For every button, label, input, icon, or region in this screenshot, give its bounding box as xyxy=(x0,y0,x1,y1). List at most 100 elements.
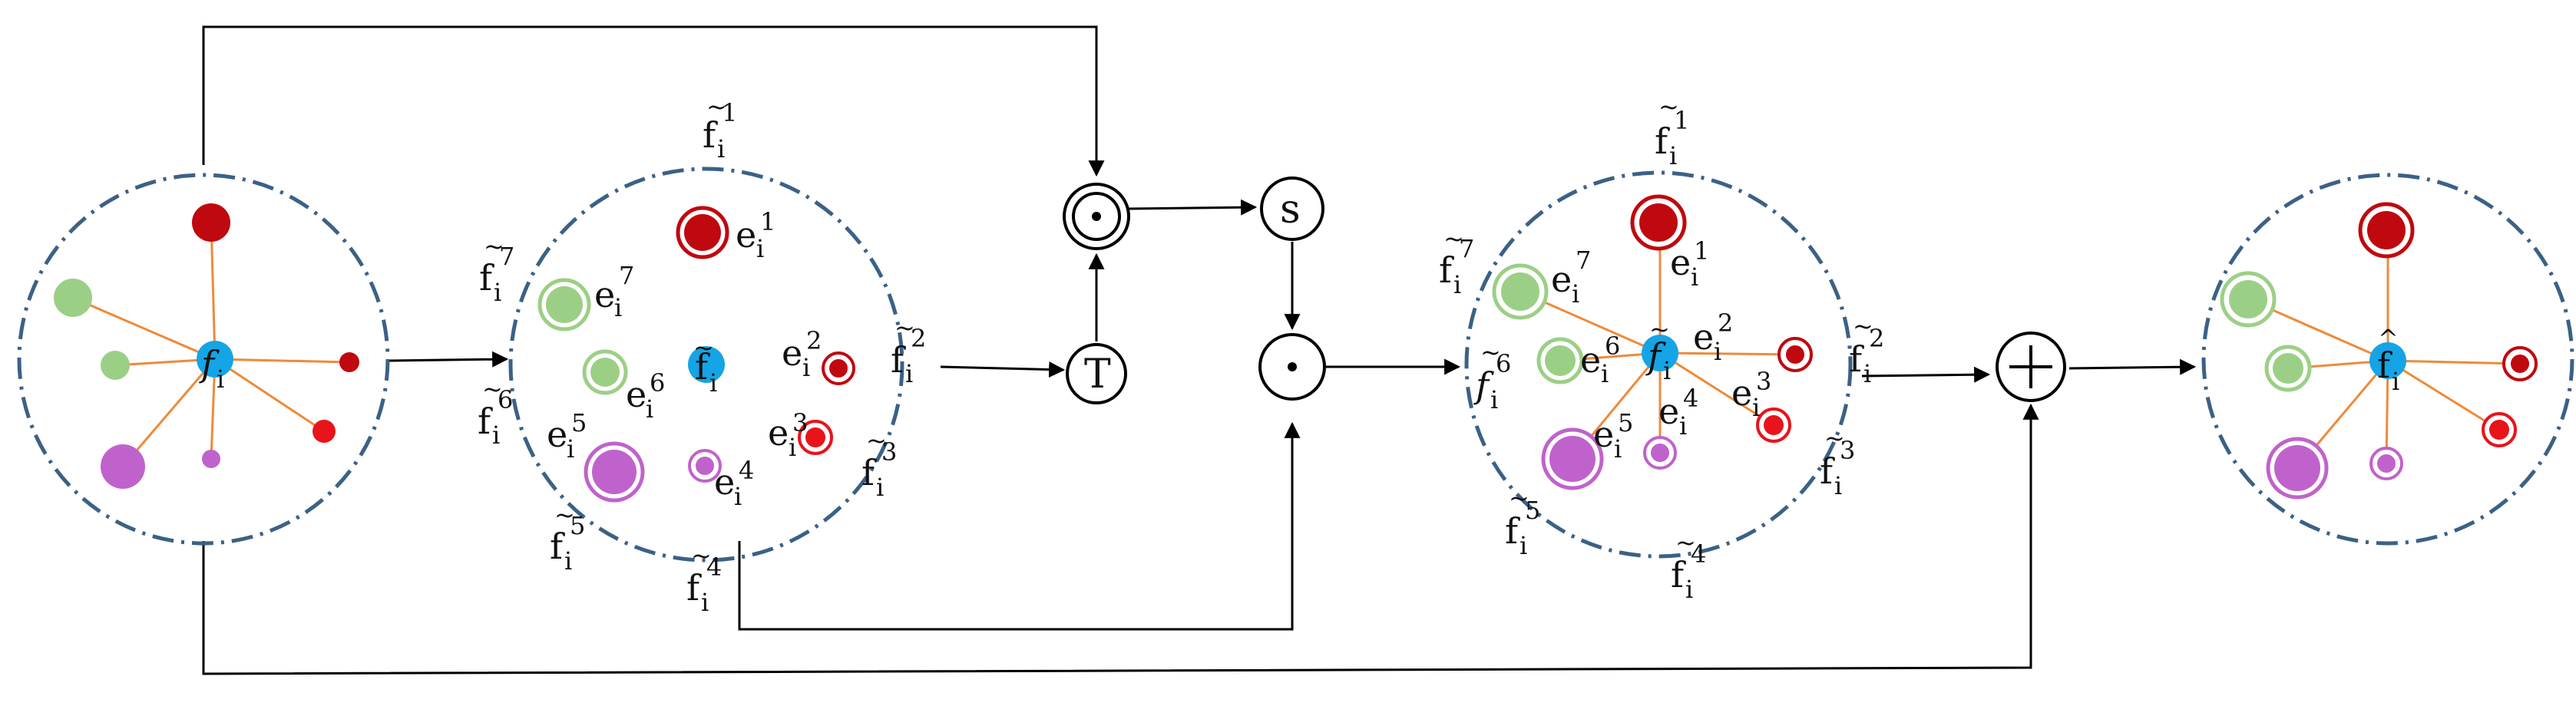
center-node xyxy=(197,341,233,378)
svg-text:3: 3 xyxy=(1840,436,1855,465)
svg-text:i: i xyxy=(709,368,717,398)
svg-text:1: 1 xyxy=(1694,236,1709,266)
svg-text:i: i xyxy=(734,482,742,511)
svg-text:5: 5 xyxy=(571,408,587,437)
svg-text:i: i xyxy=(1490,385,1498,414)
stage2-center-label: f i ~ xyxy=(693,333,717,398)
svg-text:i: i xyxy=(756,234,764,263)
stage2-node-2 xyxy=(822,351,855,385)
neighbor-node-2 xyxy=(339,352,359,372)
svg-text:~: ~ xyxy=(482,374,503,404)
svg-text:i: i xyxy=(1685,575,1693,604)
svg-text:i: i xyxy=(789,433,796,462)
stage4-node-3 xyxy=(2482,412,2517,447)
neighbor-node-6 xyxy=(101,351,130,380)
svg-text:~: ~ xyxy=(706,92,727,121)
operator-transform: T xyxy=(1066,343,1127,404)
stage2-node-7 xyxy=(537,278,591,332)
stage4-node-4 xyxy=(2369,447,2403,480)
neighbor-node-3 xyxy=(312,420,336,443)
svg-text:s: s xyxy=(1280,186,1301,233)
svg-text:~: ~ xyxy=(484,232,504,261)
operator-plus xyxy=(1996,332,2066,402)
svg-text:e: e xyxy=(1658,391,1679,432)
arrow-stage3-to-plus xyxy=(1861,366,1991,383)
svg-text:e: e xyxy=(736,214,756,256)
svg-text:~: ~ xyxy=(693,333,714,362)
svg-text:1: 1 xyxy=(760,207,775,236)
edge-label-e5: ei5 xyxy=(547,408,587,464)
svg-text:f: f xyxy=(1820,450,1835,492)
neighbor-node-4 xyxy=(202,450,220,468)
svg-text:~: ~ xyxy=(866,426,887,455)
stage2-node-3 xyxy=(798,420,833,455)
svg-text:4: 4 xyxy=(706,553,722,582)
svg-text:1: 1 xyxy=(1674,106,1689,135)
svg-text:i: i xyxy=(802,353,810,382)
svg-text:e: e xyxy=(547,414,567,455)
stage3-node-1 xyxy=(1630,194,1687,251)
svg-text:~: ~ xyxy=(1853,312,1873,341)
svg-text:i: i xyxy=(1714,337,1721,366)
svg-text:~: ~ xyxy=(554,500,575,530)
stage4-node-1 xyxy=(2358,202,2415,259)
neighbor-node-5 xyxy=(101,444,145,489)
svg-text:i: i xyxy=(1453,270,1461,299)
svg-text:4: 4 xyxy=(1691,539,1706,569)
stage2-node-5 xyxy=(584,441,645,503)
svg-text:~: ~ xyxy=(1824,424,1845,453)
operator-dot-top xyxy=(1063,183,1130,250)
svg-text:e: e xyxy=(782,332,802,374)
svg-text:4: 4 xyxy=(739,456,754,485)
stage4-center-label: ^ f i xyxy=(2377,324,2399,396)
svg-text:e: e xyxy=(768,412,789,454)
svg-text:i: i xyxy=(1752,393,1760,422)
svg-text:7: 7 xyxy=(499,242,514,271)
arrow-stage2-to-dot xyxy=(738,421,1301,631)
svg-text:i: i xyxy=(905,359,913,388)
svg-text:7: 7 xyxy=(619,261,634,290)
svg-text:i: i xyxy=(1834,471,1842,500)
svg-text:2: 2 xyxy=(1718,308,1733,338)
operator-dot-bottom xyxy=(1258,333,1326,401)
arrow-plus-to-stage4 xyxy=(2068,358,2197,375)
stage3-node-4 xyxy=(1643,436,1677,470)
svg-text:e: e xyxy=(1670,242,1691,283)
svg-text:i: i xyxy=(567,434,574,464)
stage3-node-7 xyxy=(1492,263,1549,320)
stage1-ring xyxy=(17,173,390,546)
stage3-node-5 xyxy=(1541,427,1604,490)
edge-label-e7: ei7 xyxy=(594,261,634,322)
svg-text:~: ~ xyxy=(1649,315,1670,344)
svg-text:2: 2 xyxy=(1869,324,1884,353)
svg-text:e: e xyxy=(1593,414,1614,455)
svg-text:f: f xyxy=(1505,510,1520,552)
stage4-node-5 xyxy=(2266,437,2329,500)
svg-text:3: 3 xyxy=(792,408,808,437)
neighbor-node-7 xyxy=(54,279,92,317)
svg-text:i: i xyxy=(1863,359,1871,388)
svg-text:~: ~ xyxy=(1443,224,1464,253)
svg-text:f: f xyxy=(478,401,493,442)
stage3-node-6 xyxy=(1536,337,1584,384)
neighbor-node-1 xyxy=(192,203,230,242)
skip-arrow-top xyxy=(202,25,1105,177)
edge-label-e6: ei6 xyxy=(626,368,665,424)
stage2-ring xyxy=(508,167,904,562)
svg-text:i: i xyxy=(717,134,725,163)
svg-text:e: e xyxy=(714,461,735,503)
